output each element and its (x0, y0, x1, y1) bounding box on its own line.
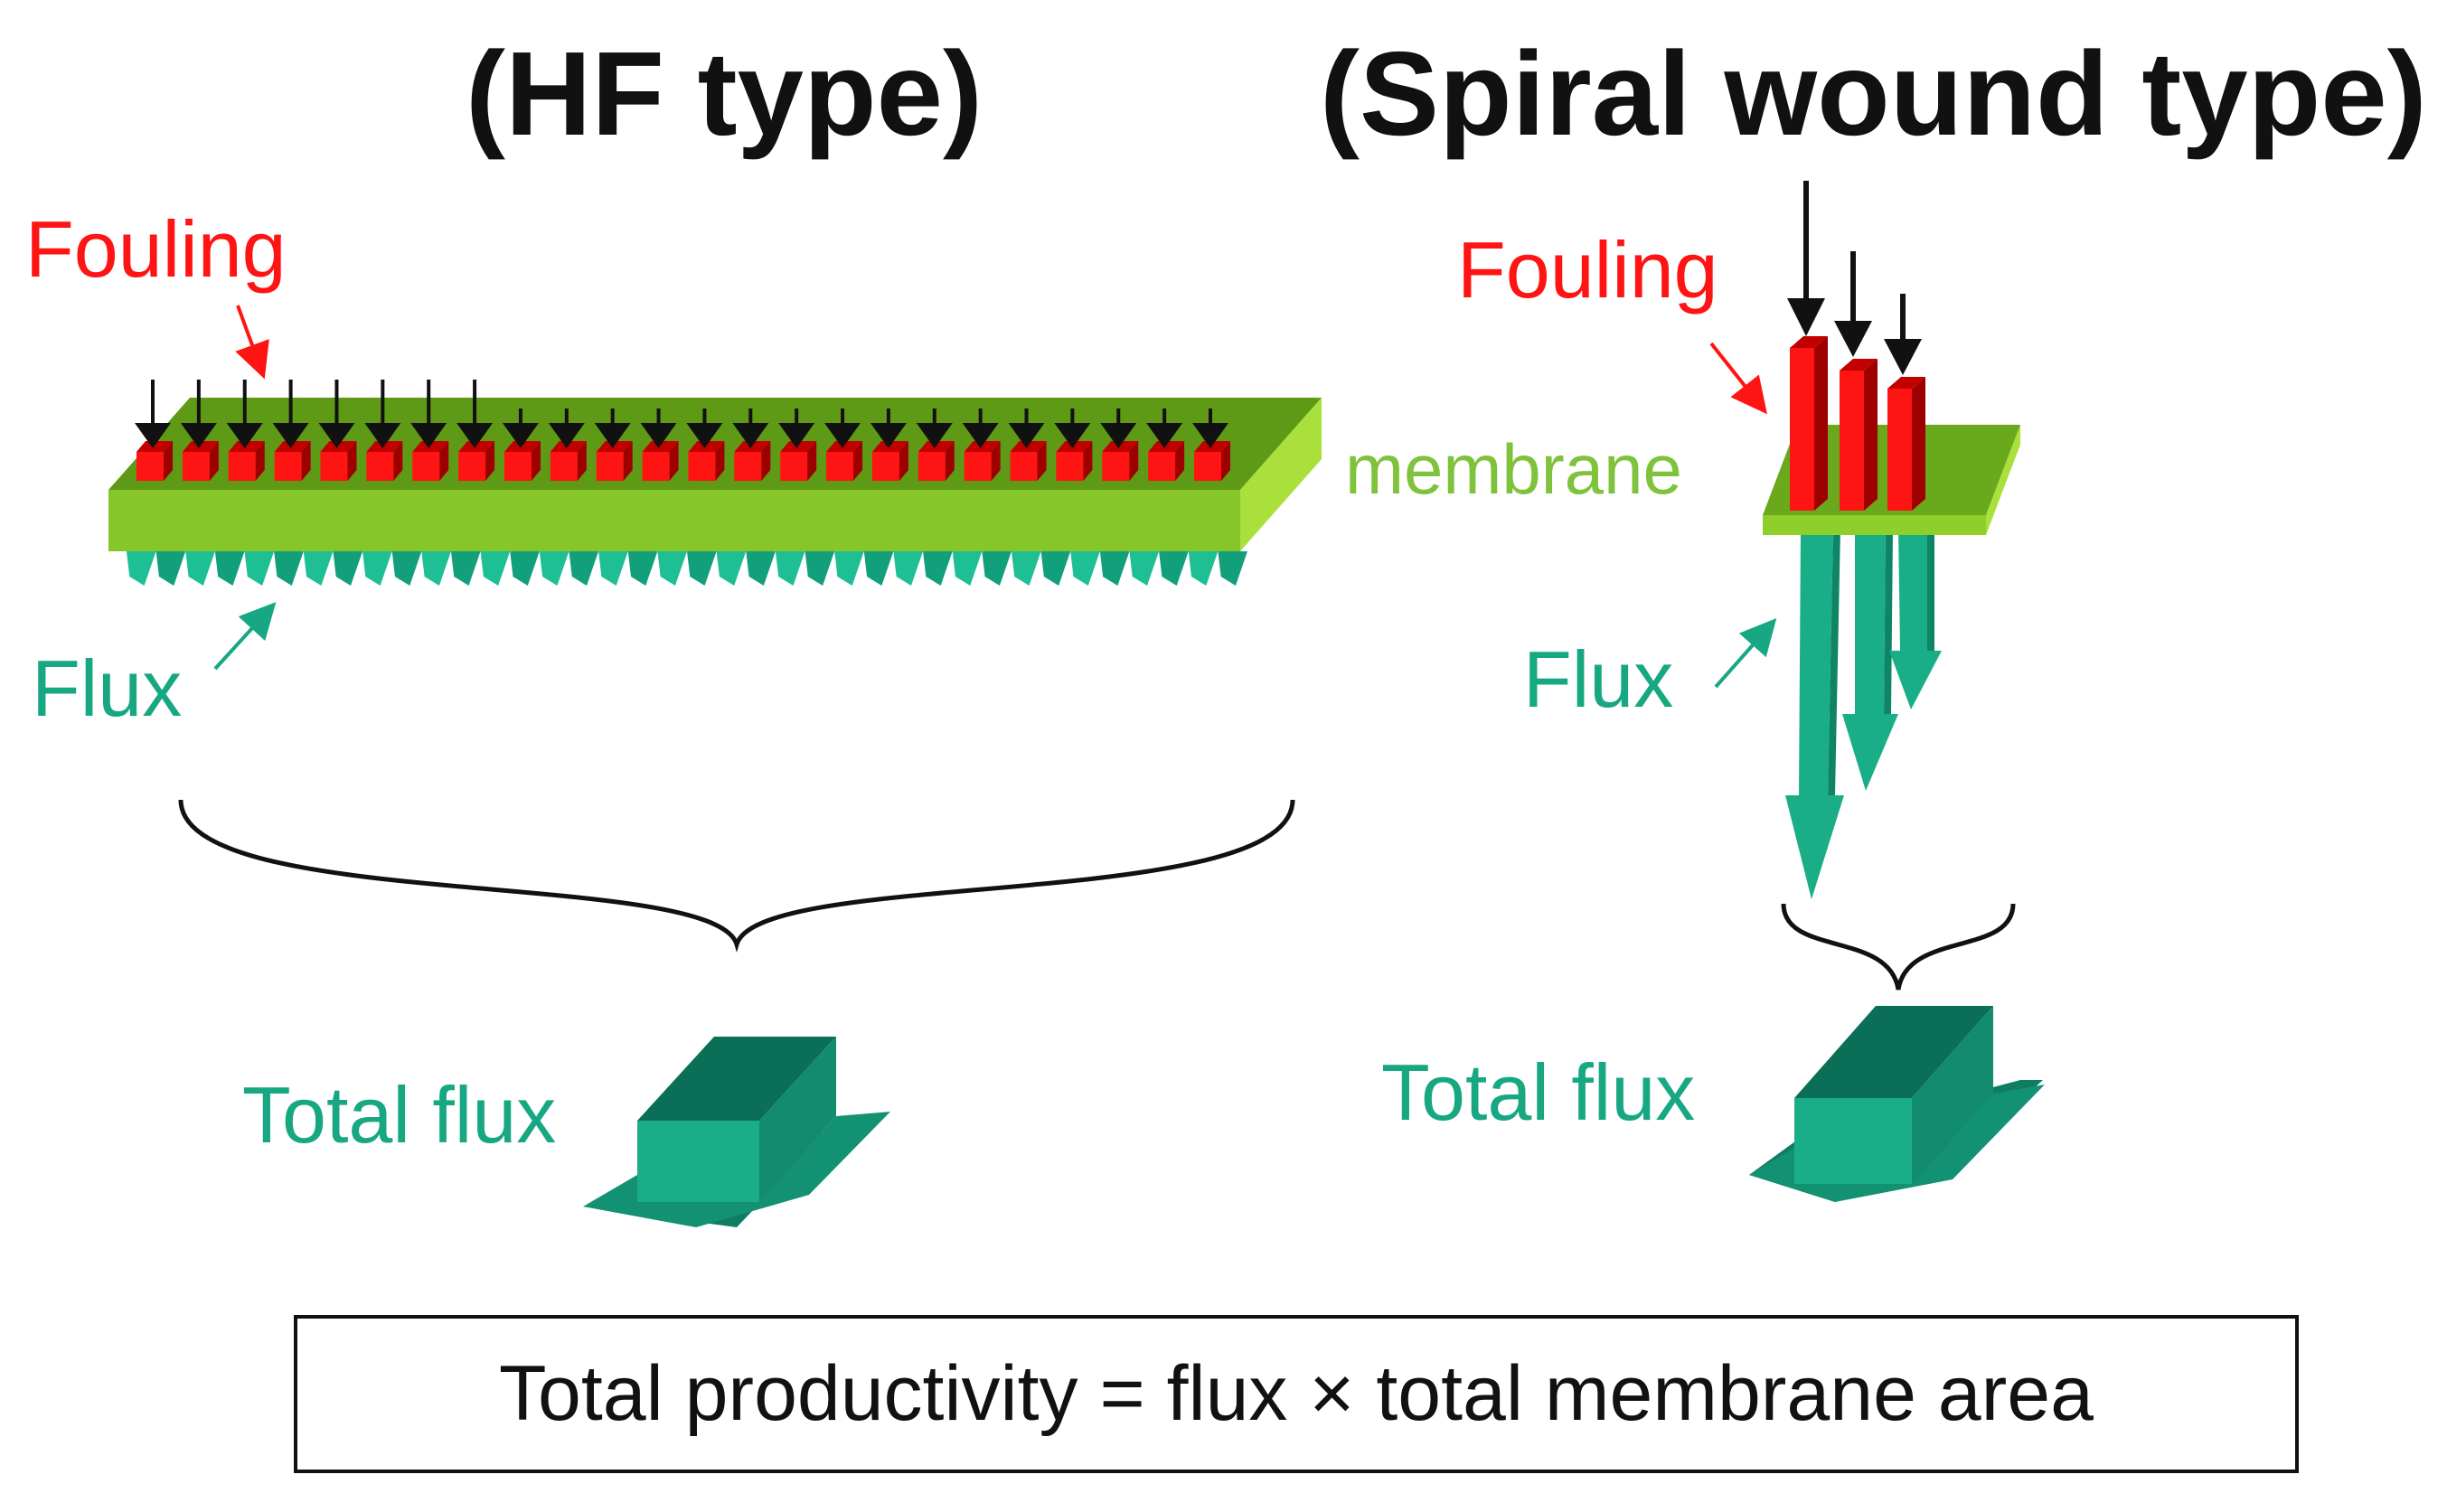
hf-flux-fringe-segment (1159, 551, 1189, 586)
hf-fouling-unit (686, 409, 725, 481)
hf-flux-fringe-segment (893, 551, 924, 586)
hf-flux-fringe-segment (1099, 551, 1130, 586)
hf-flux-fringe-segment (214, 551, 245, 586)
hf-flux-fringe-segment (391, 551, 422, 586)
hf-flux-fringe-segment (510, 551, 540, 586)
hf-flux-fringe-segment (1070, 551, 1100, 586)
hf-flux-fringe-segment (155, 551, 186, 586)
hf-flux-fringe-segment (539, 551, 569, 586)
hf-flux-fringe-segment (716, 551, 747, 586)
hf-flux-fringe-segment (480, 551, 511, 586)
hf-fouling-unit (1054, 409, 1093, 481)
hf-fouling-unit (502, 409, 541, 481)
formula-box: Total productivity = flux × total membra… (294, 1315, 2299, 1473)
spiral-fouling-label: Fouling (1457, 225, 1718, 315)
hf-flux-fringe-segment (746, 551, 776, 586)
hf-total-flux-label: Total flux (242, 1070, 557, 1160)
hf-flux-fringe-segment (1129, 551, 1160, 586)
hf-fouling-unit (824, 409, 863, 481)
hf-flux-fringe-segment (687, 551, 717, 586)
hf-flux-fringe-segment (952, 551, 983, 586)
hf-flux-pointer-arrow (213, 602, 277, 671)
hf-fouling-unit (1100, 409, 1139, 481)
hf-flux-fringe-segment (333, 551, 363, 586)
hf-fouling-unit (548, 409, 587, 481)
hf-fouling-unit (226, 380, 265, 481)
spiral-flux-arrows (1785, 529, 1942, 899)
hf-flux-fringe-segment (657, 551, 687, 586)
hf-fouling-unit (962, 409, 1001, 481)
spiral-fouling-arrows (1787, 181, 1922, 375)
hf-flux-fringe-segment (863, 551, 894, 586)
hf-flux-fringe-segment (923, 551, 953, 586)
hf-flux-fringe-segment (274, 551, 304, 586)
hf-fouling-pointer-arrow (235, 305, 269, 380)
hf-flux-fringe-segment (627, 551, 658, 586)
hf-fouling-unit (456, 380, 495, 481)
hf-flux-fringe-segment (834, 551, 864, 586)
spiral-flux-label: Flux (1523, 634, 1674, 724)
membrane-label: membrane (1345, 429, 1682, 509)
spiral-wound-type-title: (Spiral wound type) (1320, 27, 2427, 160)
hf-fouling-unit (135, 380, 173, 481)
hf-fouling-unit (916, 409, 955, 481)
hf-flux-fringe-segment (598, 551, 628, 586)
productivity-formula: Total productivity = flux × total membra… (499, 1350, 2094, 1437)
hf-flux-fringe-segment (1011, 551, 1041, 586)
hf-flux-fringe-segment (421, 551, 451, 586)
hf-fouling-unit (1008, 409, 1047, 481)
spiral-total-flux-block (1749, 1006, 2045, 1202)
hf-flux-fringe-segment (1040, 551, 1071, 586)
hf-flux-fringe-segment (244, 551, 275, 586)
hf-fouling-label: Fouling (25, 204, 287, 294)
hf-brace (178, 799, 1295, 953)
hf-fouling-unit (180, 380, 219, 481)
hf-fouling-group (135, 380, 1230, 481)
hf-total-flux-block (583, 1037, 890, 1227)
hf-flux-fringe-segment (805, 551, 835, 586)
hf-membrane-side (1240, 398, 1322, 551)
hf-flux-fringe-segment (1188, 551, 1219, 586)
spiral-total-flux-label: Total flux (1381, 1047, 1696, 1137)
hf-flux-fringe-segment (450, 551, 481, 586)
hf-flux-fringe-segment (569, 551, 599, 586)
hf-flux-label: Flux (32, 643, 183, 733)
hf-type-title: (HF type) (466, 27, 983, 160)
hf-fouling-unit (410, 380, 449, 481)
hf-flux-fringe-segment (303, 551, 334, 586)
hf-fouling-unit (594, 409, 633, 481)
hf-flux-fringe-segment (127, 551, 156, 586)
hf-fouling-unit (732, 409, 771, 481)
hf-fouling-unit (1146, 409, 1185, 481)
hf-fouling-unit (272, 380, 311, 481)
hf-flux-fringe-segment (1218, 551, 1247, 586)
hf-fouling-unit (640, 409, 679, 481)
hf-flux-fringe-segment (775, 551, 805, 586)
hf-fouling-unit (778, 409, 817, 481)
hf-flux-fringe (127, 551, 1247, 586)
hf-membrane-front (108, 490, 1240, 551)
hf-flux-fringe-segment (185, 551, 215, 586)
hf-fouling-unit (1192, 409, 1230, 481)
hf-flux-fringe-segment (362, 551, 392, 586)
spiral-brace (1781, 903, 2016, 991)
hf-fouling-unit (870, 409, 908, 481)
spiral-fouling-pointer-arrow (1709, 342, 1767, 415)
spiral-fouling-columns (1790, 336, 1925, 511)
spiral-flux-pointer-arrow (1714, 618, 1777, 689)
hf-flux-fringe-segment (982, 551, 1012, 586)
hf-fouling-unit (364, 380, 403, 481)
hf-fouling-unit (318, 380, 357, 481)
